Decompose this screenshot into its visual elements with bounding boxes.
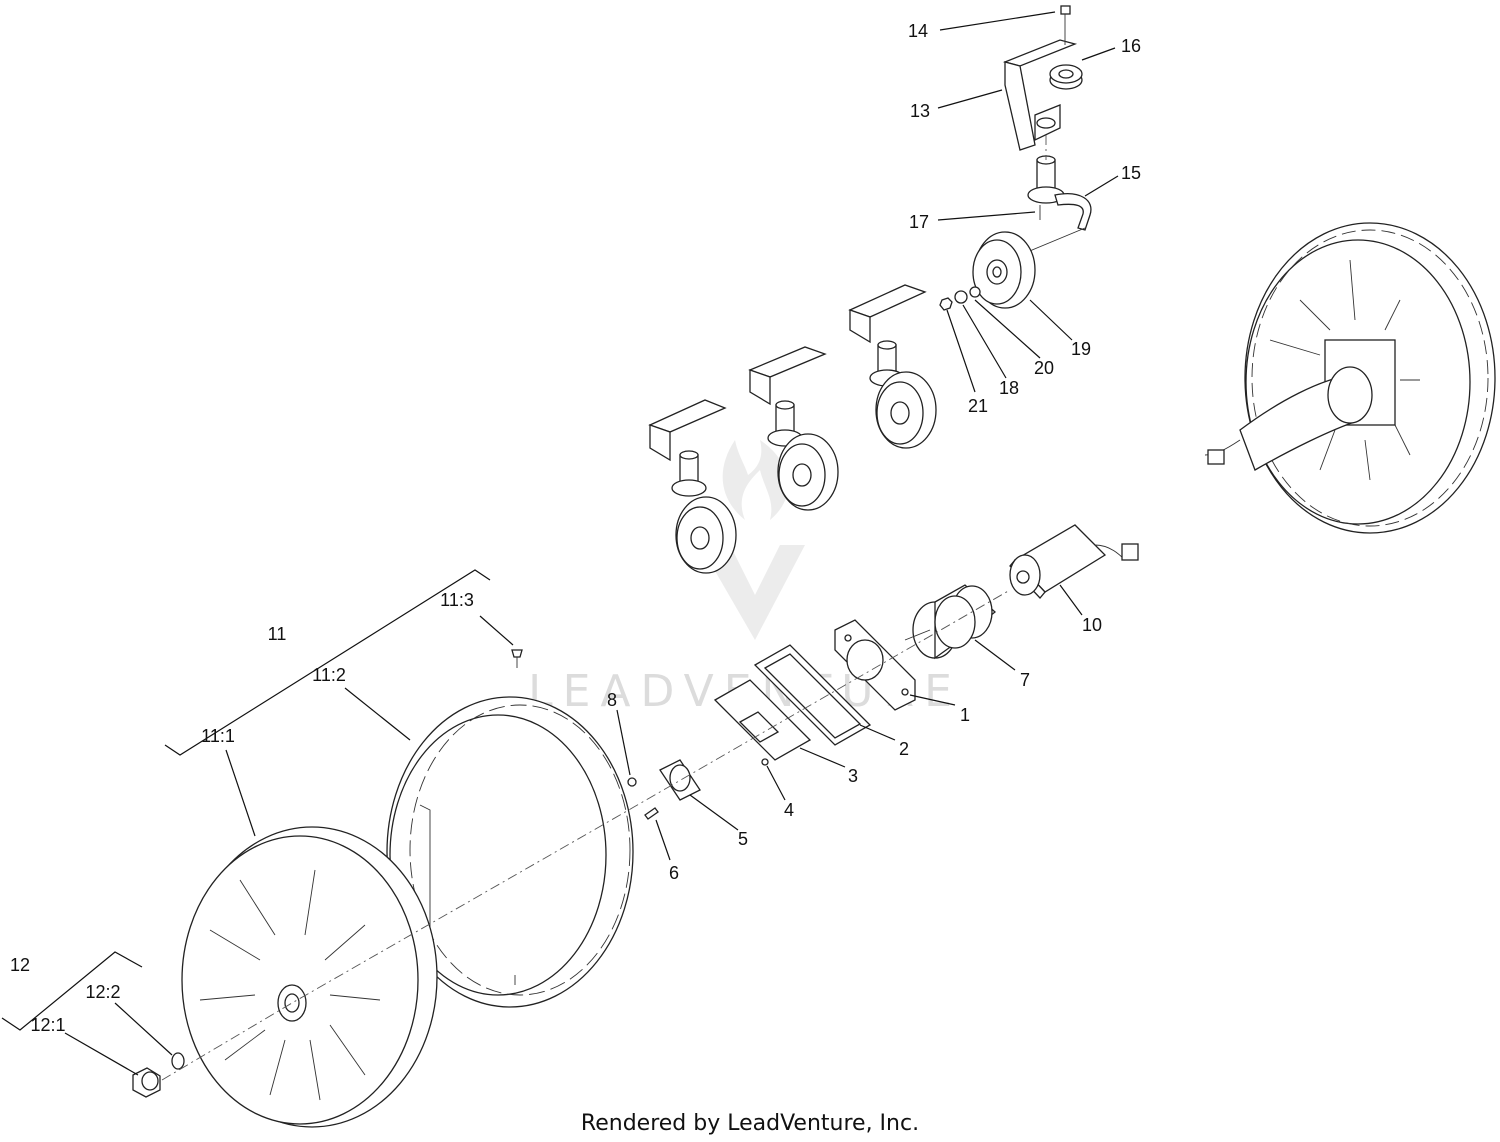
callout-17: 17 (909, 212, 929, 232)
callout-10: 10 (1082, 615, 1102, 635)
assembly-axis (161, 589, 1011, 1081)
callout-11-1: 11:1 (201, 726, 235, 746)
bolt-14 (1060, 5, 1071, 45)
caster-set-2 (748, 346, 839, 511)
callout-6: 6 (669, 863, 679, 883)
hub-adapter-5 (659, 759, 701, 801)
bracket-11 (164, 569, 491, 756)
washer-12-2 (171, 1052, 185, 1070)
callout-11-2: 11:2 (312, 665, 346, 685)
callout-18: 18 (999, 378, 1019, 398)
footer-credit: Rendered by LeadVenture, Inc. (581, 1111, 919, 1136)
callout-20: 20 (1034, 358, 1054, 378)
callout-2: 2 (899, 739, 909, 759)
callout-3: 3 (848, 766, 858, 786)
gearbox-7 (904, 584, 997, 660)
callout-8: 8 (607, 690, 617, 710)
caster-set-3 (648, 399, 737, 574)
caster-bracket-13 (1002, 39, 1078, 151)
caster-fork-15 (1019, 155, 1092, 256)
bushing-16 (1049, 64, 1083, 90)
assembled-drive-wheel (1204, 222, 1496, 534)
callout-labels: 14 16 13 15 17 19 20 18 21 10 7 1 2 3 4 … (10, 21, 1141, 1035)
callout-4: 4 (784, 800, 794, 820)
motor-10 (1009, 524, 1139, 599)
screw-6 (644, 807, 659, 820)
callout-5: 5 (738, 829, 748, 849)
callout-1: 1 (960, 705, 970, 725)
washers-18-20-21 (939, 286, 981, 311)
hubcap-11-1 (181, 826, 438, 1128)
callout-12: 12 (10, 955, 30, 975)
gasket-2 (753, 644, 872, 746)
tire-11-2 (386, 696, 634, 1008)
callout-12-2: 12:2 (85, 982, 120, 1002)
plate-3 (713, 679, 812, 761)
callout-13: 13 (910, 101, 930, 121)
nut-12-1 (132, 1067, 161, 1098)
screw-11-3 (511, 649, 523, 668)
callout-12-1: 12:1 (30, 1015, 65, 1035)
callout-14: 14 (908, 21, 928, 41)
callout-15: 15 (1121, 163, 1141, 183)
screw-4 (761, 758, 769, 766)
callout-11-3: 11:3 (440, 590, 474, 610)
caster-wheel-19 (972, 231, 1036, 309)
bracket-12 (1, 951, 143, 1031)
caster-set-1 (848, 284, 937, 449)
callout-11: 11 (268, 624, 287, 644)
callout-16: 16 (1121, 36, 1141, 56)
nut-8 (627, 777, 637, 787)
watermark-logo-icon (700, 440, 805, 640)
callout-21: 21 (968, 396, 988, 416)
callout-7: 7 (1020, 670, 1030, 690)
callout-19: 19 (1071, 339, 1091, 359)
leader-lines (64, 11, 1119, 1076)
mount-plate-1 (834, 619, 916, 711)
